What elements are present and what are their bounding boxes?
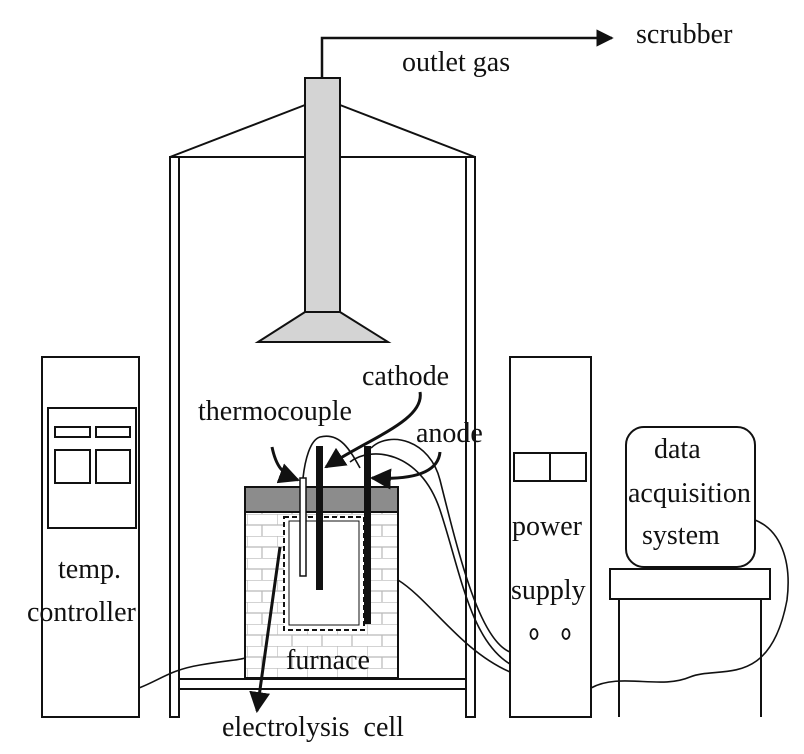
system-label: system xyxy=(642,520,720,551)
exhaust-hood xyxy=(254,77,392,343)
data-acquisition-system xyxy=(609,426,771,717)
hood-frame xyxy=(169,104,476,718)
furnace-label: furnace xyxy=(286,645,370,676)
acquisition-label: acquisition xyxy=(628,478,751,509)
anode-label: anode xyxy=(416,418,483,449)
pointer-arrows xyxy=(249,391,442,714)
thermocouple-label: thermocouple xyxy=(198,396,352,427)
scrubber-label: scrubber xyxy=(636,19,733,50)
outlet-gas-label: outlet gas xyxy=(402,47,510,78)
electrolysis-cell-label: electrolysis cell xyxy=(222,712,404,743)
power-label: power xyxy=(512,511,583,542)
supply-label: supply xyxy=(511,575,586,606)
outlet-gas-line xyxy=(320,29,614,78)
power-supply xyxy=(509,356,592,718)
electrolysis-cell xyxy=(283,516,365,631)
cathode-label: cathode xyxy=(362,361,449,392)
temp-label: temp. xyxy=(58,554,121,585)
data-label: data xyxy=(654,434,701,465)
temp-controller xyxy=(41,356,140,718)
controller-label: controller xyxy=(27,597,137,628)
